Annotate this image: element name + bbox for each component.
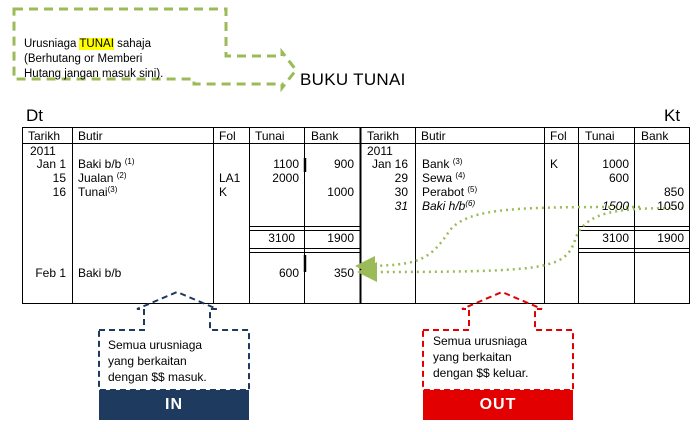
dt-balance-bank: 350 xyxy=(333,266,354,280)
in-callout-line-2: yang berkaitan xyxy=(108,354,187,368)
dt-row-2-desc: Jualan (2) xyxy=(78,171,127,185)
note-line-1: Urusniaga TUNAI sahaja xyxy=(24,37,194,52)
in-callout-text: Semua urusniaga yang berkaitan dengan $$… xyxy=(108,337,207,385)
kt-row-0-date: 2011 xyxy=(367,144,393,158)
dt-header-tunai: Tunai xyxy=(255,129,285,143)
kt-row-3-bank: 850 xyxy=(663,185,684,199)
kt-row-4-desc: Baki h/b(6) xyxy=(422,199,476,213)
kt-row-1-tunai: 1000 xyxy=(602,157,629,171)
kt-header-bank: Bank xyxy=(641,129,669,143)
kt-total-tunai: 3100 xyxy=(602,231,629,245)
kt-row-2-desc: Sewa (4) xyxy=(422,171,466,185)
kt-row-1-fol: K xyxy=(550,157,559,171)
kt-row-4-bank: 1050 xyxy=(657,199,684,213)
kt-row-4-date: 31 xyxy=(394,199,408,213)
kt-row-3-date: 30 xyxy=(394,185,408,199)
kt-row-3-desc: Perabot (5) xyxy=(422,185,478,199)
in-callout-line-1: Semua urusniaga xyxy=(108,338,203,352)
ledger-grid xyxy=(22,127,690,304)
out-banner: OUT xyxy=(423,390,573,420)
dt-row-1-date: Jan 1 xyxy=(36,157,66,171)
kt-header-fol: Fol xyxy=(550,129,567,143)
dt-total-bank: 1900 xyxy=(327,231,354,245)
kt-row-2-tunai: 600 xyxy=(608,171,629,185)
credit-label: Kt xyxy=(664,106,681,125)
out-callout-line-3: dengan $$ keluar. xyxy=(433,366,529,380)
kt-row-2-date: 29 xyxy=(394,171,408,185)
dt-header-butir: Butir xyxy=(78,129,103,143)
dt-row-3-date: 16 xyxy=(52,185,66,199)
out-callout-line-2: yang berkaitan xyxy=(433,350,512,364)
out-callout-line-1: Semua urusniaga xyxy=(433,334,528,348)
dt-balance-tunai: 600 xyxy=(278,266,299,280)
kt-row-1-desc: Bank (3) xyxy=(422,157,463,171)
out-callout-text: Semua urusniaga yang berkaitan dengan $$… xyxy=(433,333,528,381)
dt-row-2-fol: LA1 xyxy=(219,171,241,185)
page-title: BUKU TUNAI xyxy=(300,70,406,89)
dt-row-3-fol: K xyxy=(219,185,228,199)
kt-header-tarikh: Tarikh xyxy=(367,129,400,143)
kt-total-bank: 1900 xyxy=(657,231,684,245)
dt-balance-desc: Baki b/b xyxy=(78,266,122,280)
note-line-2: (Berhutang or Memberi xyxy=(24,53,143,65)
note-highlight: TUNAI xyxy=(79,38,114,50)
dt-balance-date: Feb 1 xyxy=(35,266,66,280)
note-prefix: Urusniaga xyxy=(24,38,80,50)
in-banner: IN xyxy=(99,390,249,420)
dt-total-tunai: 3100 xyxy=(268,231,295,245)
note-text: Urusniaga TUNAI sahaja (Berhutang or Mem… xyxy=(24,37,194,82)
in-callout-line-3: dengan $$ masuk. xyxy=(108,370,207,384)
dt-row-1-tunai: 1100 xyxy=(273,157,299,171)
dt-row-2-tunai: 2000 xyxy=(272,171,299,185)
dt-row-3-desc: Tunai(3) xyxy=(78,185,118,199)
dt-row-2-date: 15 xyxy=(52,171,66,185)
kt-header-butir: Butir xyxy=(421,129,446,143)
debit-label: Dt xyxy=(26,106,43,125)
note-suffix: sahaja xyxy=(113,38,151,50)
dt-header-tarikh: Tarikh xyxy=(28,129,61,143)
dt-header-fol: Fol xyxy=(219,129,236,143)
note-line-3: Hutang jangan masuk sini). xyxy=(24,68,164,80)
dt-row-1-desc: Baki b/b (1) xyxy=(78,157,135,171)
dt-row-0-date: 2011 xyxy=(30,144,56,158)
dt-row-1-bank: 900 xyxy=(333,157,354,171)
kt-row-4-tunai: 1500 xyxy=(602,199,629,213)
dt-header-bank: Bank xyxy=(311,129,339,143)
kt-row-1-date: Jan 16 xyxy=(371,157,408,171)
kt-header-tunai: Tunai xyxy=(585,129,615,143)
dt-row-3-bank: 1000 xyxy=(327,185,354,199)
